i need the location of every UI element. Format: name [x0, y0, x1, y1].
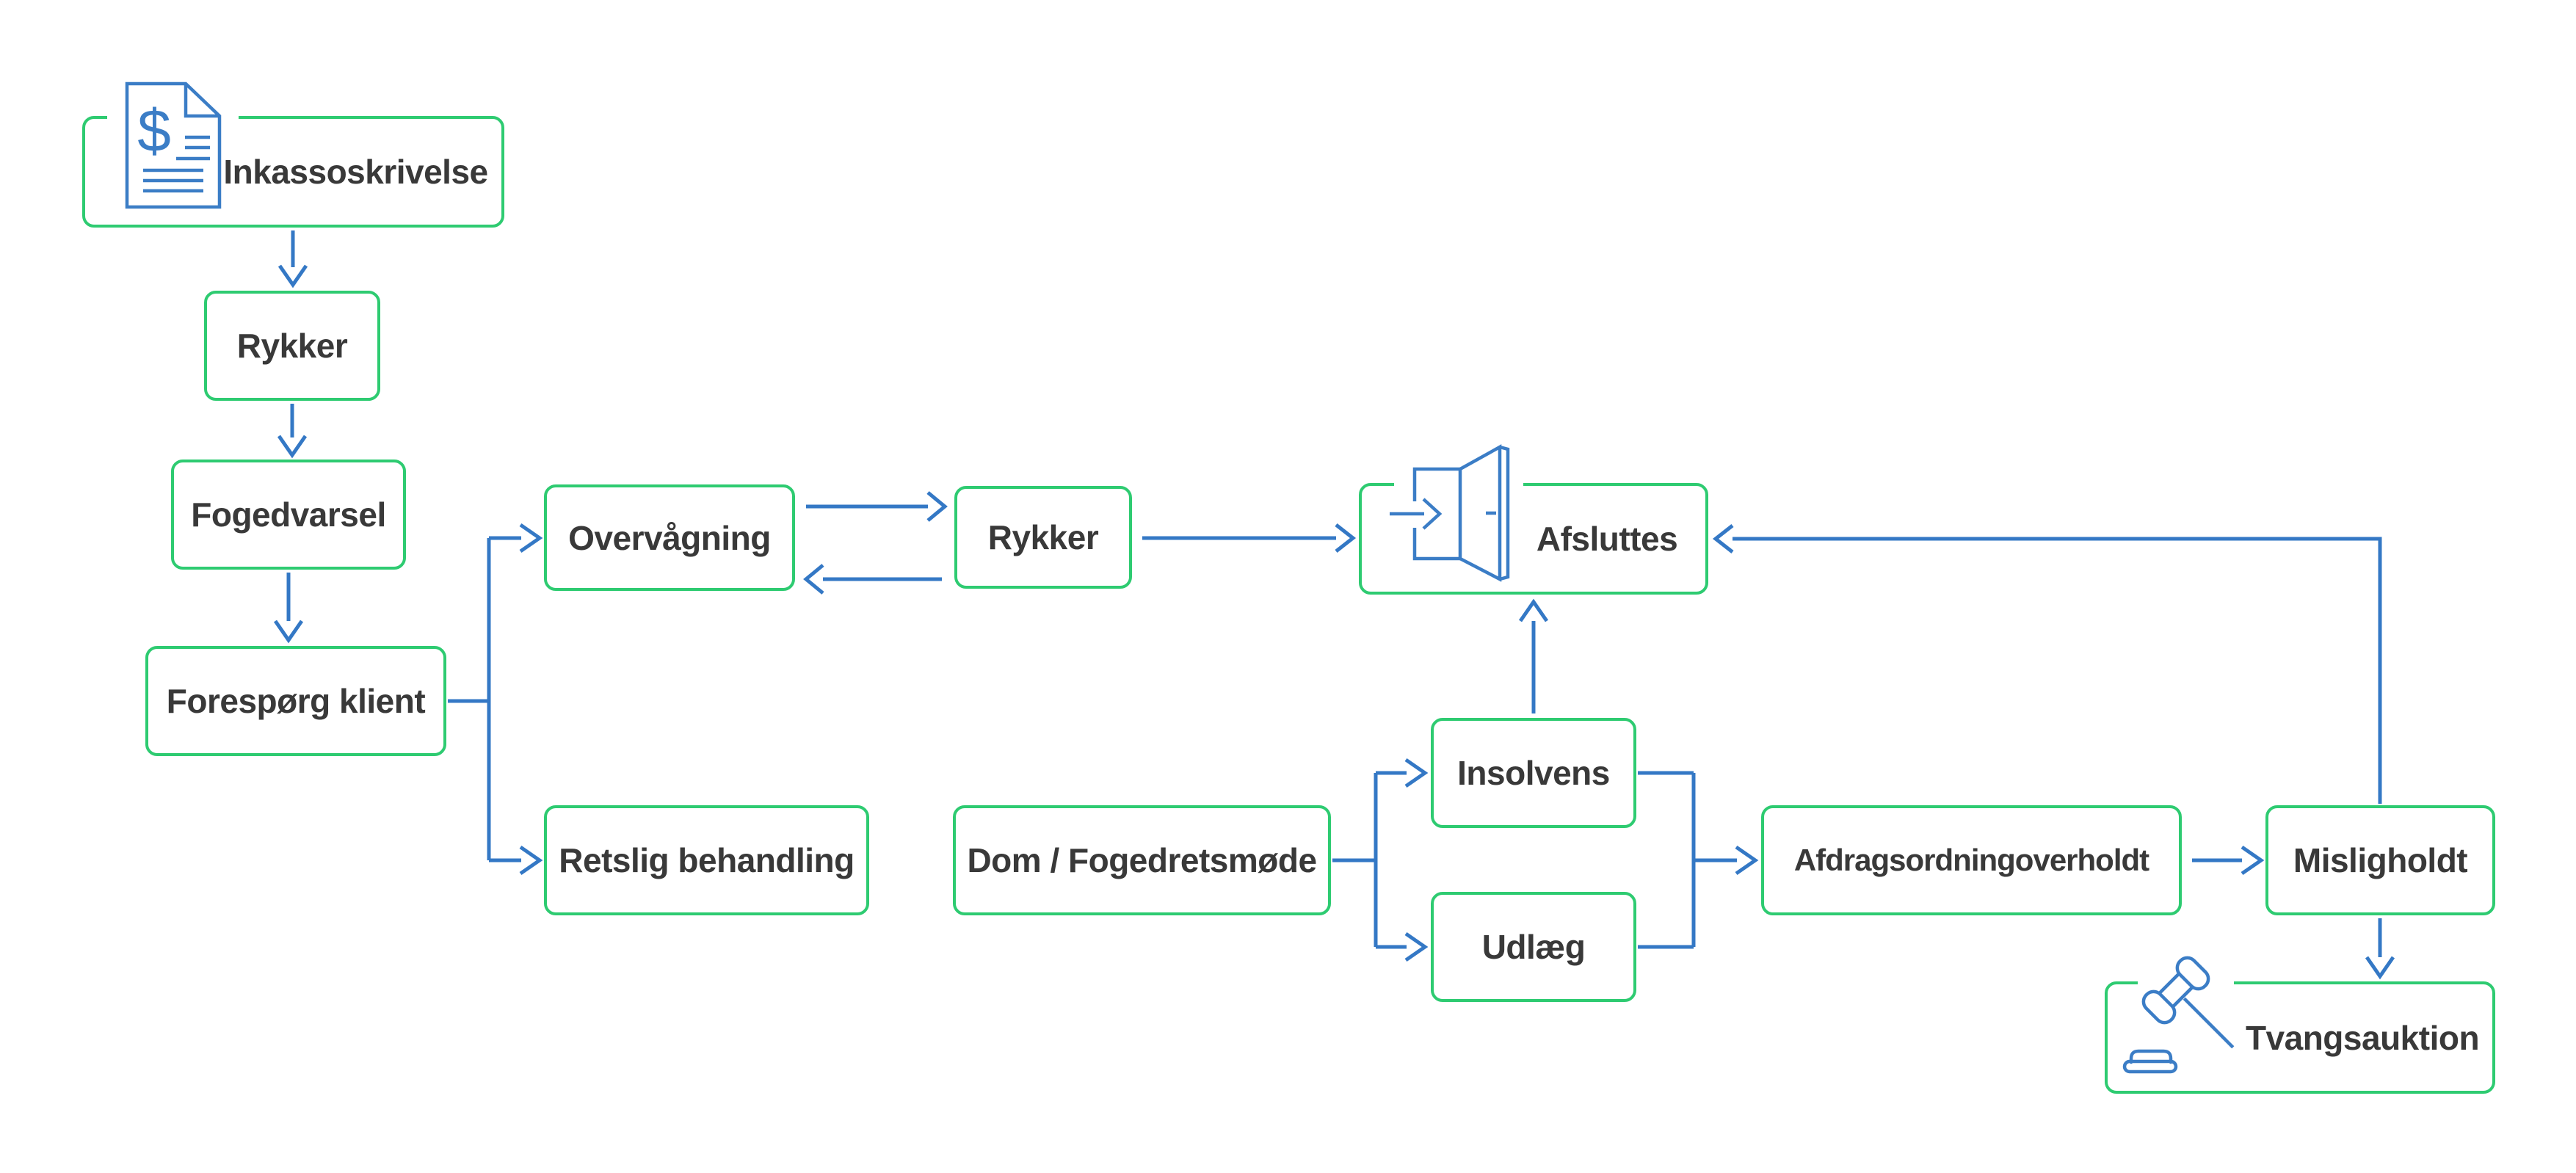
arrow-rykker-to-afsluttes	[1142, 523, 1357, 553]
arrow-fogedvarsel-to-forespoerg-klient	[273, 573, 304, 644]
node-label: Misligholdt	[2293, 841, 2468, 879]
node-label: Afsluttes	[1536, 520, 1678, 558]
node-label: Overvågning	[568, 518, 771, 557]
node-tvangsauktion: Tvangsauktion	[2105, 981, 2495, 1094]
node-afdragsordning-overholdt: Afdragsordningoverholdt	[1761, 805, 2182, 915]
node-label: Inkassoskrivelse	[223, 153, 488, 191]
arrow-misligholdt-to-tvangsauktion	[2365, 918, 2395, 980]
arrow-overvaagning-to-rykker	[806, 491, 948, 522]
node-rykker-1: Rykker	[204, 291, 380, 401]
node-retslig-behandling: Retslig behandling	[544, 805, 869, 915]
node-label: Rykker	[987, 518, 1099, 556]
node-rykker-2: Rykker	[954, 486, 1132, 589]
node-afsluttes: Afsluttes	[1359, 483, 1708, 595]
node-label: Fogedvarsel	[191, 495, 386, 534]
node-misligholdt: Misligholdt	[2265, 805, 2495, 915]
arrow-misligholdt-to-afsluttes	[1712, 524, 2382, 804]
node-label: Retslig behandling	[559, 841, 855, 879]
node-label: Forespørg klient	[166, 682, 426, 720]
arrow-afdragsordning-to-misligholdt	[2192, 845, 2265, 876]
node-label: Dom / Fogedretsmøde	[967, 841, 1317, 879]
merge-to-afdragsordning	[1638, 771, 1759, 949]
node-insolvens: Insolvens	[1431, 718, 1636, 828]
node-udlaeg: Udlæg	[1431, 892, 1636, 1002]
arrow-rykker-to-overvaagning	[803, 564, 942, 595]
node-label: Udlæg	[1481, 928, 1586, 966]
node-fogedvarsel: Fogedvarsel	[171, 460, 406, 570]
node-label: Insolvens	[1457, 754, 1610, 792]
node-label: Rykker	[236, 327, 348, 365]
node-inkassoskrivelse: Inkassoskrivelse	[82, 116, 504, 228]
node-label: Tvangsauktion	[2245, 1018, 2480, 1057]
arrow-rykker-to-fogedvarsel	[277, 404, 308, 459]
arrow-inkassoskrivelse-to-rykker	[277, 230, 308, 288]
node-dom-fogedretsmoede: Dom / Fogedretsmøde	[953, 805, 1331, 915]
arrow-insolvens-to-afsluttes	[1518, 598, 1549, 713]
node-overvaagning: Overvågning	[544, 484, 795, 591]
branch-forespoerg-klient	[448, 523, 543, 876]
node-label: Afdragsordningoverholdt	[1793, 843, 2149, 877]
branch-dom-fogedretsmoede	[1332, 758, 1429, 962]
node-forespoerg-klient: Forespørg klient	[145, 646, 446, 756]
